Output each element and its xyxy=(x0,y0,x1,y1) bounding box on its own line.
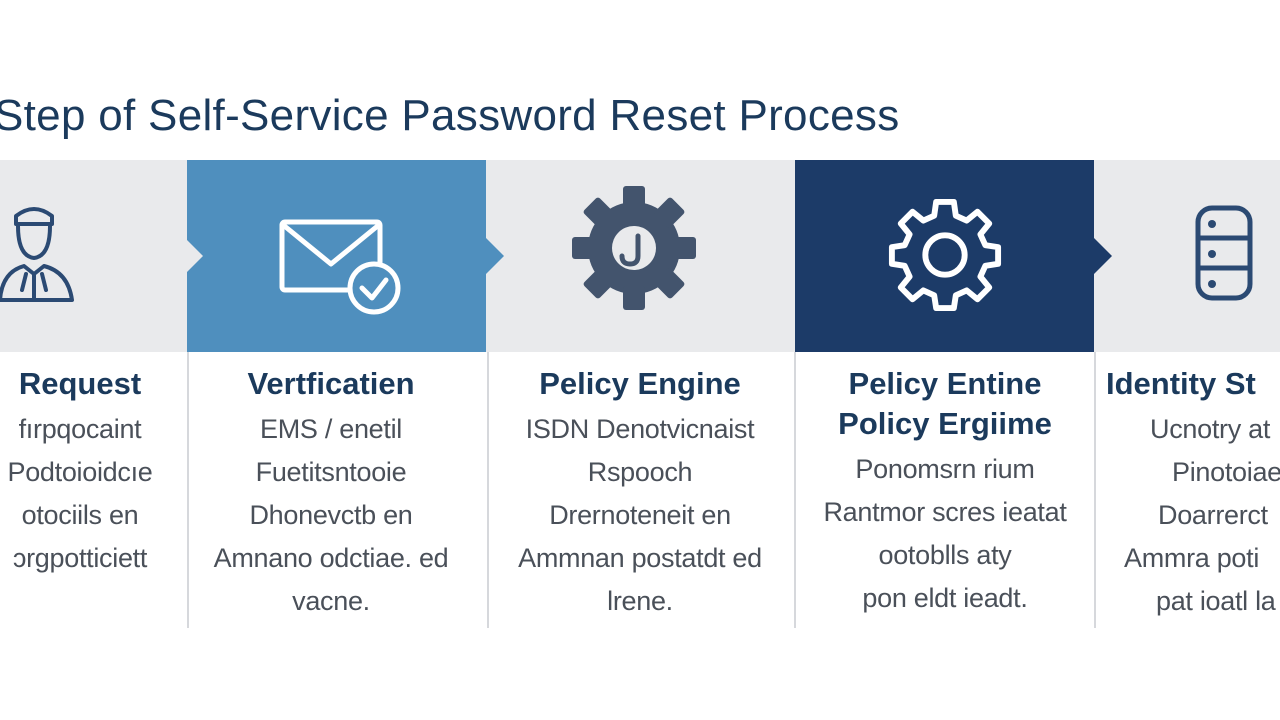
stage-heading: Request xyxy=(18,366,142,401)
description-line: Rantmor scres ieatat xyxy=(823,497,1067,527)
stage-description: fırpqocaint Podtoioidcıe otociils en ɔrg… xyxy=(0,408,230,580)
chevron-right-icon xyxy=(1094,238,1112,274)
column-divider xyxy=(794,352,796,628)
description-line: Ammnan postatdt ed xyxy=(518,543,762,573)
stage-description: Ponomsrn rium Rantmor scres ieatat ootob… xyxy=(795,448,1095,620)
description-line: Amnano odctiae. ed xyxy=(213,543,449,573)
column-divider xyxy=(1094,352,1096,628)
stage-description: Ucnotry at Pinotoiae Doarrerct Ammra pot… xyxy=(1124,408,1280,623)
user-icon xyxy=(0,207,74,302)
stage-description: ISDN Denotvicnaist Rspooch Drernoteneit … xyxy=(490,408,790,623)
description-line: vacne. xyxy=(292,586,370,616)
chevron-right-icon xyxy=(486,238,504,274)
stage-heading: Pelicy Entine xyxy=(848,366,1042,401)
stage-description: EMS / enetil Fuetitsntooie Dhonevctb en … xyxy=(181,408,481,623)
verification-stage-panel xyxy=(187,160,486,352)
stage-heading: Pelicy Engine xyxy=(539,366,741,401)
description-line: pat ioatl la xyxy=(1156,586,1276,616)
page-title: Step of Self-Service Password Reset Proc… xyxy=(0,91,900,140)
description-line: Ucnotry at xyxy=(1150,414,1271,444)
description-line: Doarrerct xyxy=(1158,500,1268,530)
description-line: Dhonevctb en xyxy=(249,500,413,530)
stage-heading: Identity St xyxy=(1106,366,1256,401)
column-divider xyxy=(487,352,489,628)
stage-subheading: Policy Ergiime xyxy=(838,406,1052,441)
description-line: Ponomsrn rium xyxy=(855,454,1035,484)
stage-column-policy-engine: Pelicy Engine ISDN Denotvicnaist Rspooch… xyxy=(490,364,790,623)
stage-column-request: Request fırpqocaint Podtoioidcıe otociil… xyxy=(0,364,230,580)
email-check-icon xyxy=(279,219,401,315)
stage-heading: Vertficatien xyxy=(247,366,415,401)
description-line: otociils en xyxy=(21,500,139,530)
stage-column-identity-store: Identity St Ucnotry at Pinotoiae Doarrer… xyxy=(1100,364,1280,623)
description-line: Fuetitsntooie xyxy=(255,457,407,487)
stage-column-policy-entine: Pelicy Entine Policy Ergiime Ponomsrn ri… xyxy=(795,364,1095,620)
description-line: ISDN Denotvicnaist xyxy=(525,414,755,444)
description-line: Podtoioidcıe xyxy=(7,457,153,487)
database-icon xyxy=(1195,205,1253,301)
description-line: ɔrgpotticiett xyxy=(12,543,148,573)
description-line: Pinotoiae xyxy=(1172,457,1280,487)
description-line: Drernoteneit en xyxy=(549,500,731,530)
column-divider xyxy=(187,352,189,628)
gear-icon xyxy=(572,186,696,310)
stage-band-row xyxy=(0,160,1280,352)
description-line: fırpqocaint xyxy=(18,414,142,444)
chevron-right-icon xyxy=(187,240,203,272)
description-line: lrene. xyxy=(607,586,673,616)
description-line: EMS / enetil xyxy=(260,414,402,444)
description-line: Ammra poti xyxy=(1124,543,1260,573)
description-line: ootoblls aty xyxy=(878,540,1012,570)
policy-engine-2-stage-panel xyxy=(795,160,1094,352)
description-line: pon eldt ieadt. xyxy=(862,583,1028,613)
gear-outline-icon xyxy=(888,198,1002,312)
description-line: Rspooch xyxy=(587,457,693,487)
stage-column-verification: Vertficatien EMS / enetil Fuetitsntooie … xyxy=(181,364,481,623)
